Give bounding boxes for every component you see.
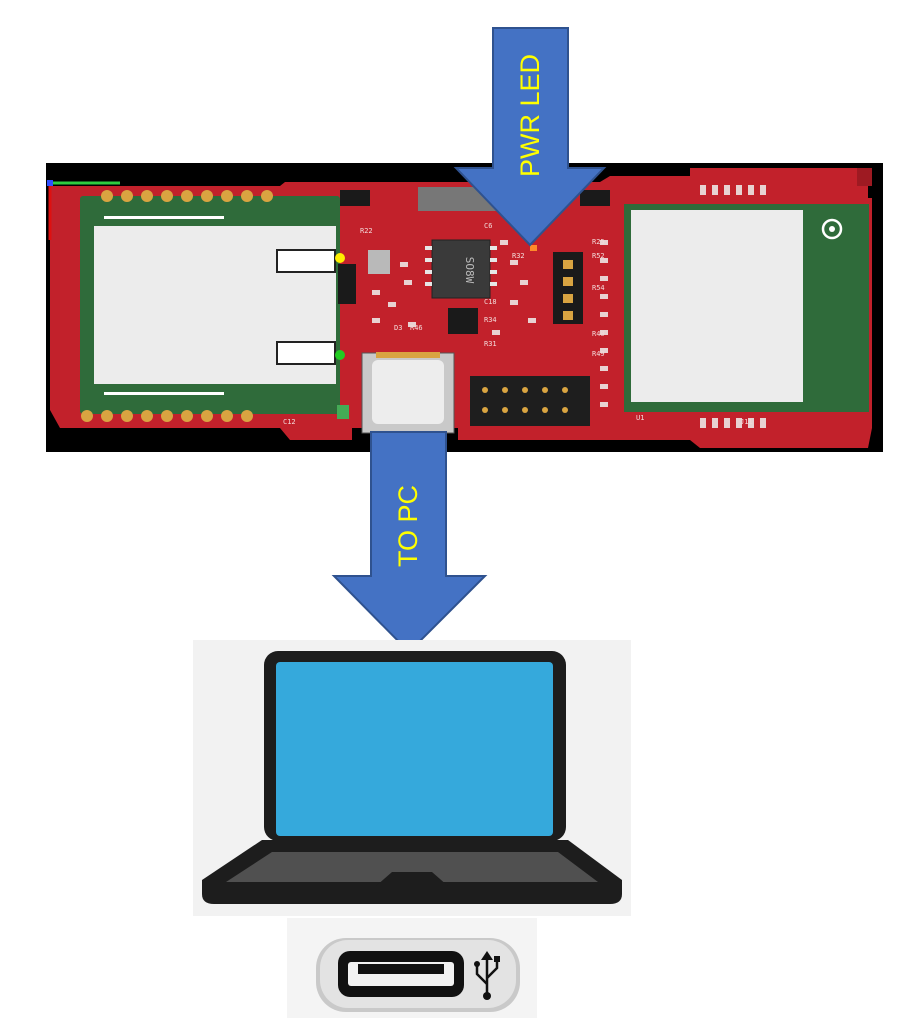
left-top-pads bbox=[101, 190, 273, 202]
pwr-led-arrow-shape bbox=[453, 27, 607, 247]
module-dot-rows bbox=[104, 216, 224, 395]
usb-trident-icon bbox=[474, 951, 500, 1000]
smd-components bbox=[372, 185, 766, 428]
j3-pins bbox=[563, 260, 573, 320]
laptop-icon bbox=[193, 640, 631, 916]
silk-r52: R52 bbox=[592, 252, 605, 260]
silk-r40: R40 bbox=[592, 330, 605, 338]
silk-r22: R22 bbox=[360, 227, 373, 235]
top-right-header bbox=[580, 190, 610, 206]
power-led bbox=[530, 245, 537, 251]
j4-header bbox=[340, 190, 370, 206]
usb-a-port-icon bbox=[338, 951, 464, 997]
silk-d2: D3 bbox=[394, 324, 402, 332]
pwr-led-arrow bbox=[453, 27, 607, 247]
pcb-board: SO8W bbox=[46, 163, 883, 452]
usb-port-panel bbox=[287, 918, 537, 1018]
laptop-touchpad-notch bbox=[376, 872, 448, 886]
top-right-corner bbox=[857, 168, 872, 186]
usb-c-pads bbox=[376, 352, 440, 358]
jack-led-yellow bbox=[335, 253, 345, 263]
to-pc-label: TO PC bbox=[393, 485, 423, 568]
pwr-led-label: PWR LED bbox=[515, 53, 545, 177]
silk-r54: R54 bbox=[592, 284, 605, 292]
small-ic bbox=[448, 308, 478, 334]
left-bottom-pads bbox=[81, 410, 253, 422]
laptop-screen bbox=[276, 662, 553, 836]
antenna-connector bbox=[821, 218, 843, 240]
to-pc-arrow-shape bbox=[331, 431, 488, 654]
usb-c-shell bbox=[372, 360, 444, 424]
silk-r31: R31 bbox=[484, 340, 497, 348]
chip-pins bbox=[425, 246, 497, 286]
silk-c11: J11 bbox=[740, 418, 753, 426]
silk-r67: U1 bbox=[636, 414, 644, 422]
silk-j13: C12 bbox=[283, 418, 296, 426]
jack-led-green bbox=[335, 350, 345, 360]
silk-c18: C18 bbox=[484, 298, 497, 306]
green-capacitor bbox=[337, 405, 349, 419]
header-2x5-pins bbox=[482, 387, 568, 413]
silk-d3: R46 bbox=[410, 324, 423, 332]
silkscreen-labels: R22 C6 R32 C18 R34 R31 R25 R52 R54 R40 R… bbox=[283, 222, 753, 426]
silk-r34: R34 bbox=[484, 316, 497, 324]
central-chip bbox=[431, 239, 491, 299]
to-pc-arrow bbox=[331, 431, 488, 654]
laptop-keyboard-deck bbox=[226, 852, 598, 882]
left-ic-black bbox=[338, 264, 356, 304]
silk-r32: R32 bbox=[512, 252, 525, 260]
jack-tab-top bbox=[276, 249, 336, 273]
chip-marking: SO8W bbox=[463, 257, 476, 284]
header-2x5 bbox=[470, 376, 590, 426]
silk-r49: R49 bbox=[592, 350, 605, 358]
jack-tab-bottom bbox=[276, 341, 336, 365]
right-module-shield bbox=[631, 210, 803, 402]
grey-component bbox=[368, 250, 390, 274]
axis-origin bbox=[47, 180, 53, 186]
silk-r25: R25 bbox=[592, 238, 605, 246]
silk-c6: C6 bbox=[484, 222, 492, 230]
